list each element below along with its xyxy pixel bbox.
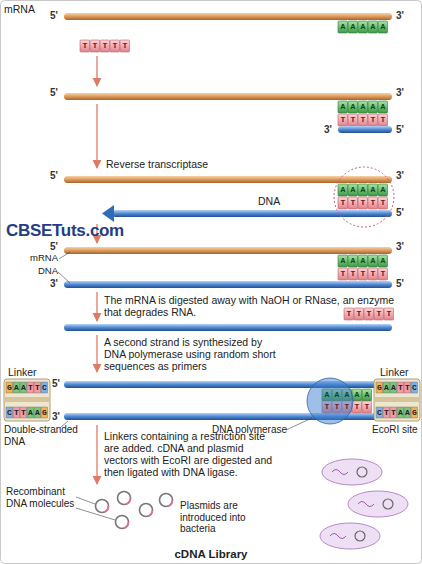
end-label: 5' xyxy=(50,87,58,99)
watermark: CBSETuts.com xyxy=(6,221,124,241)
oligo-dt-letters: TTTTT xyxy=(341,197,391,209)
polya-letters: AAAAA xyxy=(341,255,391,267)
plasmid xyxy=(357,467,367,477)
oligo-dt-letters: TTTTT xyxy=(341,114,391,126)
synthesis-arrowhead xyxy=(102,205,114,222)
mrna-strand xyxy=(64,93,392,100)
leader-line xyxy=(76,508,115,520)
polya-letters: AAAAA xyxy=(341,184,391,196)
step-note: Linkers containing a restriction site ar… xyxy=(104,430,279,478)
end-label: 3' xyxy=(396,170,404,182)
plasmid xyxy=(118,492,131,505)
part-label: EcoRI site xyxy=(372,424,418,436)
end-label: 5' xyxy=(50,10,58,22)
plasmid xyxy=(160,494,173,507)
end-label: 5' xyxy=(396,124,404,136)
linker-sequence: GAATTC xyxy=(377,382,419,393)
leader-line xyxy=(76,497,95,504)
dna-strand xyxy=(112,210,392,217)
bacteria xyxy=(320,459,408,549)
step-note: A second strand is synthesized by DNA po… xyxy=(104,336,284,372)
recombinant-plasmids xyxy=(96,492,173,529)
polya-letters: AAAAA xyxy=(341,101,391,113)
part-label: Linker xyxy=(8,366,37,378)
chromosome xyxy=(332,470,348,475)
step-arrow xyxy=(96,335,97,372)
step-arrow xyxy=(96,292,97,321)
oligo-dt-letters: TTTTT xyxy=(83,40,133,52)
plasmid xyxy=(116,516,129,529)
end-label: 5' xyxy=(396,207,404,219)
linker-block xyxy=(374,379,420,421)
step-note: Plasmids are introduced into bacteria xyxy=(180,500,280,535)
bacterium xyxy=(348,491,408,517)
bacterium xyxy=(320,523,380,549)
end-label: 3' xyxy=(50,278,58,290)
end-label: 5' xyxy=(50,170,58,182)
part-label: Reverse transcriptase xyxy=(106,158,208,170)
bacterium xyxy=(322,459,382,485)
plasmid xyxy=(383,499,393,509)
end-label: 3' xyxy=(52,411,60,423)
dna-strand xyxy=(64,324,392,331)
mrna-strand xyxy=(64,13,392,20)
leader-line xyxy=(58,272,70,283)
linker-sequence: GAATTC xyxy=(7,382,49,393)
leader-line xyxy=(59,252,70,259)
chromosome xyxy=(330,534,346,539)
end-label: 3' xyxy=(396,241,404,253)
part-label: Linker xyxy=(380,366,409,378)
end-label: 5' xyxy=(396,278,404,290)
linker-sequence: CTTAAG xyxy=(377,407,419,418)
insert xyxy=(96,500,109,513)
step-arrow xyxy=(96,56,97,86)
linker-block xyxy=(4,379,50,421)
end-label: 5' xyxy=(50,241,58,253)
oligo-dt-letters: TTTTT xyxy=(341,268,391,280)
linker-sequence: CTTAAG xyxy=(7,407,49,418)
part-label: mRNA xyxy=(4,3,35,15)
end-label: 5' xyxy=(52,378,60,390)
insert xyxy=(140,504,153,517)
end-label: 3' xyxy=(324,124,332,136)
dna-strand xyxy=(64,281,392,288)
step-note: Double-stranded DNA xyxy=(4,424,84,447)
end-label: 3' xyxy=(396,10,404,22)
figure-caption: cDNA Library xyxy=(0,548,422,561)
focus-circle xyxy=(334,167,394,227)
plasmid xyxy=(140,504,153,517)
plasmid xyxy=(96,500,109,513)
step-arrow xyxy=(96,425,97,484)
polya-letters: AAAAA xyxy=(325,389,375,401)
insert xyxy=(116,516,129,529)
step-note: Recombinant DNA molecules xyxy=(6,486,80,509)
part-label: DNA xyxy=(38,266,58,277)
leader-line xyxy=(286,418,312,430)
chromosome xyxy=(358,502,374,507)
dna-polymerase xyxy=(307,378,353,424)
insert xyxy=(160,494,173,507)
end-label: 3' xyxy=(396,87,404,99)
mrna-strand xyxy=(64,176,392,183)
dna-strand xyxy=(338,126,392,133)
step-arrow xyxy=(96,104,97,168)
mrna-strand xyxy=(64,247,392,254)
oligo-dt-letters: TTTTT xyxy=(347,308,397,320)
oligo-dt-letters: TTTTT xyxy=(325,401,375,413)
polya-letters: AAAAA xyxy=(341,21,391,33)
insert xyxy=(118,492,131,505)
part-label: mRNA xyxy=(30,253,58,264)
plasmid xyxy=(355,531,365,541)
part-label: DNA xyxy=(258,195,280,207)
